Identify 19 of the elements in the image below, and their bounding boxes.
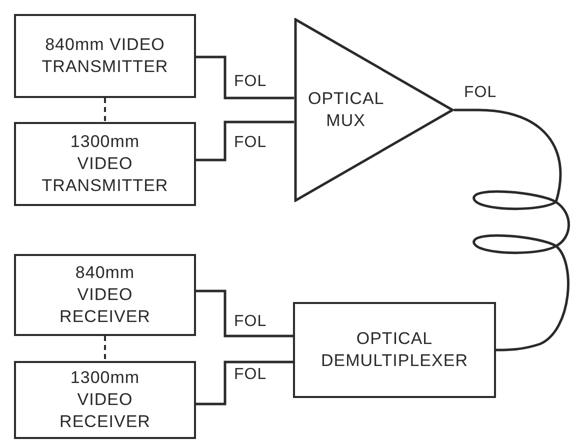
block-box [14,14,196,98]
dashed-connector [104,336,106,361]
block-label: 840mm VIDEO RECEIVER [60,262,150,328]
multiplexer-triangle [294,18,454,202]
block-box [14,254,196,336]
coiled-fiber-cable [454,108,570,352]
block-label: 840mm VIDEO TRANSMITTER [42,34,168,78]
block-label: 1300mm VIDEO RECEIVER [60,367,150,433]
dashed-connector [104,98,106,122]
connector-line [196,290,293,338]
block-box [293,302,496,398]
block-label: OPTICAL MUX [308,88,384,132]
block-label: OPTICAL DEMULTIPLEXER [321,328,468,372]
connector-line [196,56,294,100]
block-box [14,122,196,206]
block-box [14,361,196,439]
connector-line [196,360,293,406]
block-label: 1300mm VIDEO TRANSMITTER [42,131,168,197]
connector-line [196,120,294,162]
